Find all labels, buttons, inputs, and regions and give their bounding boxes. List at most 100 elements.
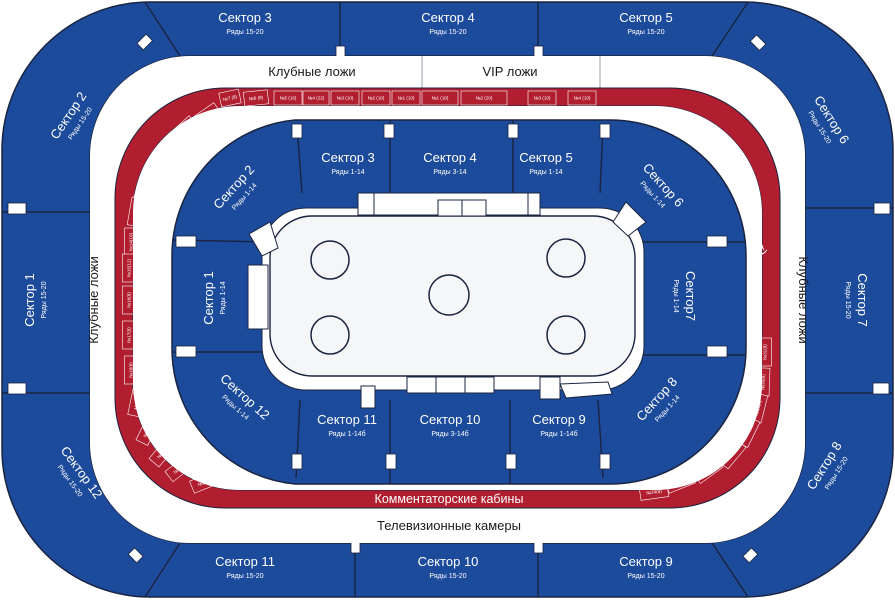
loge-box-label: №1 (10) bbox=[398, 96, 415, 101]
inner-sector-11[interactable]: Сектор 1 Ряды 1-14 bbox=[201, 271, 227, 325]
outer-sector-3[interactable]: Сектор 5 Ряды 15-20 bbox=[619, 10, 673, 36]
loge-box[interactable]: №4 (10) bbox=[567, 90, 597, 106]
loge-box-cell bbox=[273, 90, 303, 106]
loge-box-label: №17(8) bbox=[127, 327, 132, 343]
outer-sector-rows: Ряды 15-20 bbox=[41, 281, 48, 318]
outer-sector-8[interactable]: Сектор 10 Ряды 15-20 bbox=[418, 554, 479, 580]
loge-box-label: №1 (10) bbox=[432, 96, 449, 101]
loge-box-label: №15(12) bbox=[127, 258, 132, 277]
inner-sector-5[interactable]: Сектор7 Ряды 1-14 bbox=[672, 271, 698, 321]
loge-box-cell bbox=[361, 90, 391, 106]
inner-sector-rows: Ряды 1-14 bbox=[331, 169, 364, 176]
ice-rink bbox=[247, 192, 647, 409]
loge-box[interactable]: №2 (10) bbox=[361, 90, 391, 106]
outer-sector-name: Сектор 9 bbox=[619, 554, 673, 569]
loge-box-label: №4 (10) bbox=[574, 96, 591, 101]
loge-box[interactable]: №3 (10) bbox=[527, 90, 557, 106]
loge-box-label: №30(8) bbox=[760, 374, 766, 390]
faceoff-circles bbox=[310, 238, 586, 355]
outer-sector-name: Сектор 11 bbox=[215, 554, 275, 569]
loge-box[interactable]: №5 (16) bbox=[273, 90, 303, 106]
loge-box-label: №7 (8) bbox=[222, 94, 238, 102]
outer-sector-rows: Ряды 15-20 bbox=[226, 573, 263, 580]
outer-sector-11[interactable]: Сектор 1 Ряды 15-20 bbox=[22, 273, 48, 327]
loge-box-cell bbox=[391, 90, 421, 106]
inner-sector-name: Сектор 10 bbox=[420, 412, 481, 427]
loge-box[interactable]: №17(8) bbox=[122, 320, 136, 350]
outer-sector-rows: Ряды 15-20 bbox=[226, 29, 263, 36]
loge-box[interactable]: №1 (10) bbox=[391, 90, 421, 106]
inner-sector-8[interactable]: Сектор 10 Ряды 3-14б bbox=[420, 412, 481, 438]
outer-sector-rows: Ряды 15-20 bbox=[627, 29, 664, 36]
loge-box-cell bbox=[302, 90, 330, 106]
benches bbox=[247, 192, 561, 409]
loge-box-label: №2 (20) bbox=[476, 96, 493, 101]
inner-sector-name: Сектор 4 bbox=[423, 150, 477, 165]
inner-aisle-markers bbox=[175, 123, 728, 470]
loge-box[interactable]: №7 (8) bbox=[218, 88, 242, 108]
outer-sector-name: Сектор 10 bbox=[418, 554, 479, 569]
inner-sector-name: Сектор7 bbox=[683, 271, 698, 321]
loge-box[interactable]: №4 (22) bbox=[302, 90, 330, 106]
loge-box-label: №3 (10) bbox=[337, 96, 354, 101]
loge-box-cell bbox=[330, 90, 360, 106]
entry-ramps bbox=[248, 201, 647, 399]
loge-box-label: №24(8) bbox=[646, 488, 663, 495]
loge-box[interactable]: №6 (8) bbox=[243, 89, 269, 107]
outer-sector-9[interactable]: Сектор 11 Ряды 15-20 bbox=[215, 554, 275, 580]
club-boxes-top-label: Клубные ложи bbox=[268, 64, 355, 79]
inner-sector-rows: Ряды 1-14 bbox=[220, 281, 227, 314]
loge-box-label: №5 (16) bbox=[280, 96, 297, 101]
outer-aisle-markers bbox=[7, 33, 891, 564]
tv-cameras-label: Телевизионные камеры bbox=[377, 518, 521, 533]
loge-box-label: №6 (8) bbox=[249, 95, 264, 102]
inner-sector-rows: Ряды 1-14 bbox=[672, 279, 679, 312]
inner-sector-rows: Ряды 1-14б bbox=[540, 430, 577, 438]
loge-box-label: №31(8) bbox=[763, 344, 768, 360]
inner-sector-rows: Ряды 1-14 bbox=[529, 169, 562, 176]
outer-sector-name: Сектор 1 bbox=[22, 273, 37, 327]
loge-box-label: №3 (10) bbox=[534, 96, 551, 101]
outer-sector-2[interactable]: Сектор 4 Ряды 15-20 bbox=[421, 10, 475, 36]
commentator-booths-label: Комментаторские кабины bbox=[375, 492, 524, 506]
outer-sector-name: Сектор 3 bbox=[218, 10, 272, 25]
inner-sector-name: Сектор 3 bbox=[321, 150, 375, 165]
loge-box-cell bbox=[527, 90, 557, 106]
inner-sector-name: Сектор 1 bbox=[201, 271, 216, 325]
loge-box-cell bbox=[567, 90, 597, 106]
loge-box-cell bbox=[460, 90, 508, 106]
inner-sector-3[interactable]: Сектор 5 Ряды 1-14 bbox=[519, 150, 573, 176]
outer-sector-rows: Ряды 15-20 bbox=[844, 281, 851, 318]
outer-sector-name: Сектор 5 bbox=[619, 10, 673, 25]
loge-box-label: №14(10) bbox=[129, 232, 134, 251]
outer-sector-5[interactable]: Сектор 7 Ряды 15-20 bbox=[844, 273, 870, 327]
loge-box[interactable]: №3 (10) bbox=[330, 90, 360, 106]
outer-sector-name: Сектор 7 bbox=[855, 273, 870, 327]
club-boxes-left-label: Клубные ложи bbox=[86, 256, 101, 343]
outer-sector-1[interactable]: Сектор 3 Ряды 15-20 bbox=[218, 10, 272, 36]
outer-sector-rows: Ряды 15-20 bbox=[429, 29, 466, 36]
inner-sector-rows: Ряды 3-14б bbox=[431, 430, 468, 438]
outer-sector-rows: Ряды 15-20 bbox=[429, 573, 466, 580]
inner-sector-rows: Ряды 1-14б bbox=[328, 430, 365, 438]
outer-sector-name: Сектор 4 bbox=[421, 10, 475, 25]
inner-sector-2[interactable]: Сектор 4 Ряды 3-14 bbox=[423, 150, 477, 176]
loge-box-cell bbox=[421, 90, 459, 106]
loge-box-label: №18(8) bbox=[129, 362, 134, 378]
inner-sector-rows: Ряды 3-14 bbox=[433, 169, 466, 176]
vip-boxes-label: VIP ложи bbox=[482, 64, 537, 79]
club-boxes-right-label: Клубные ложи bbox=[796, 256, 811, 343]
loge-box-label: №2 (10) bbox=[368, 96, 385, 101]
inner-sector-1[interactable]: Сектор 3 Ряды 1-14 bbox=[321, 150, 375, 176]
rink-ice bbox=[269, 215, 636, 377]
loge-box[interactable]: №2 (20) bbox=[460, 90, 508, 106]
loge-box-label: №16(8) bbox=[127, 292, 132, 308]
loge-box[interactable]: №1 (10) bbox=[421, 90, 459, 106]
inner-sector-name: Сектор 5 bbox=[519, 150, 573, 165]
loge-box-cell bbox=[243, 89, 269, 107]
